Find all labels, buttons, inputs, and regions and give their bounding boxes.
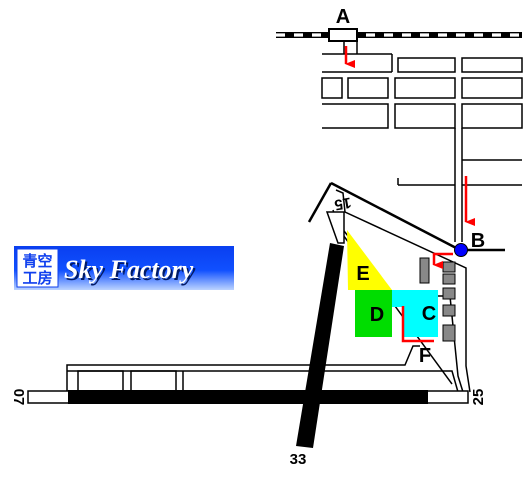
station-building [328, 28, 358, 42]
runway-label-33: 33 [290, 451, 307, 468]
area-c [392, 290, 438, 337]
point-b-marker [454, 243, 468, 257]
logo-name: Sky Factory [64, 255, 194, 284]
area-d [355, 290, 392, 337]
logo-kanji-box [16, 248, 59, 288]
route-line [344, 46, 475, 343]
runway-label-25: 25 [470, 389, 487, 406]
area-c-label: C [422, 303, 436, 325]
area-e-label: E [356, 263, 369, 285]
logo-kanji-top: 青空 [22, 252, 52, 270]
area-f-label: F [419, 345, 431, 367]
street-grid [321, 41, 523, 242]
runway-07-25 [68, 390, 428, 404]
runway-label-07: 07 [10, 389, 27, 406]
area-d-label: D [370, 304, 384, 326]
point-a-label: A [336, 6, 350, 28]
sky-factory-logo: 青空 工房 Sky Factory Sky Factory [14, 246, 234, 290]
road-to-b [330, 181, 461, 252]
area-e [347, 230, 392, 290]
point-b-label: B [471, 230, 485, 252]
road-north-west [307, 182, 333, 223]
logo-name-shadow: Sky Factory [66, 257, 196, 286]
runway-label-15: 15 [333, 194, 352, 214]
hangar-buildings [419, 257, 456, 342]
logo-kanji-bottom: 工房 [22, 269, 52, 287]
runway-15-33 [296, 243, 344, 448]
runway-15-33-outline [325, 211, 345, 244]
